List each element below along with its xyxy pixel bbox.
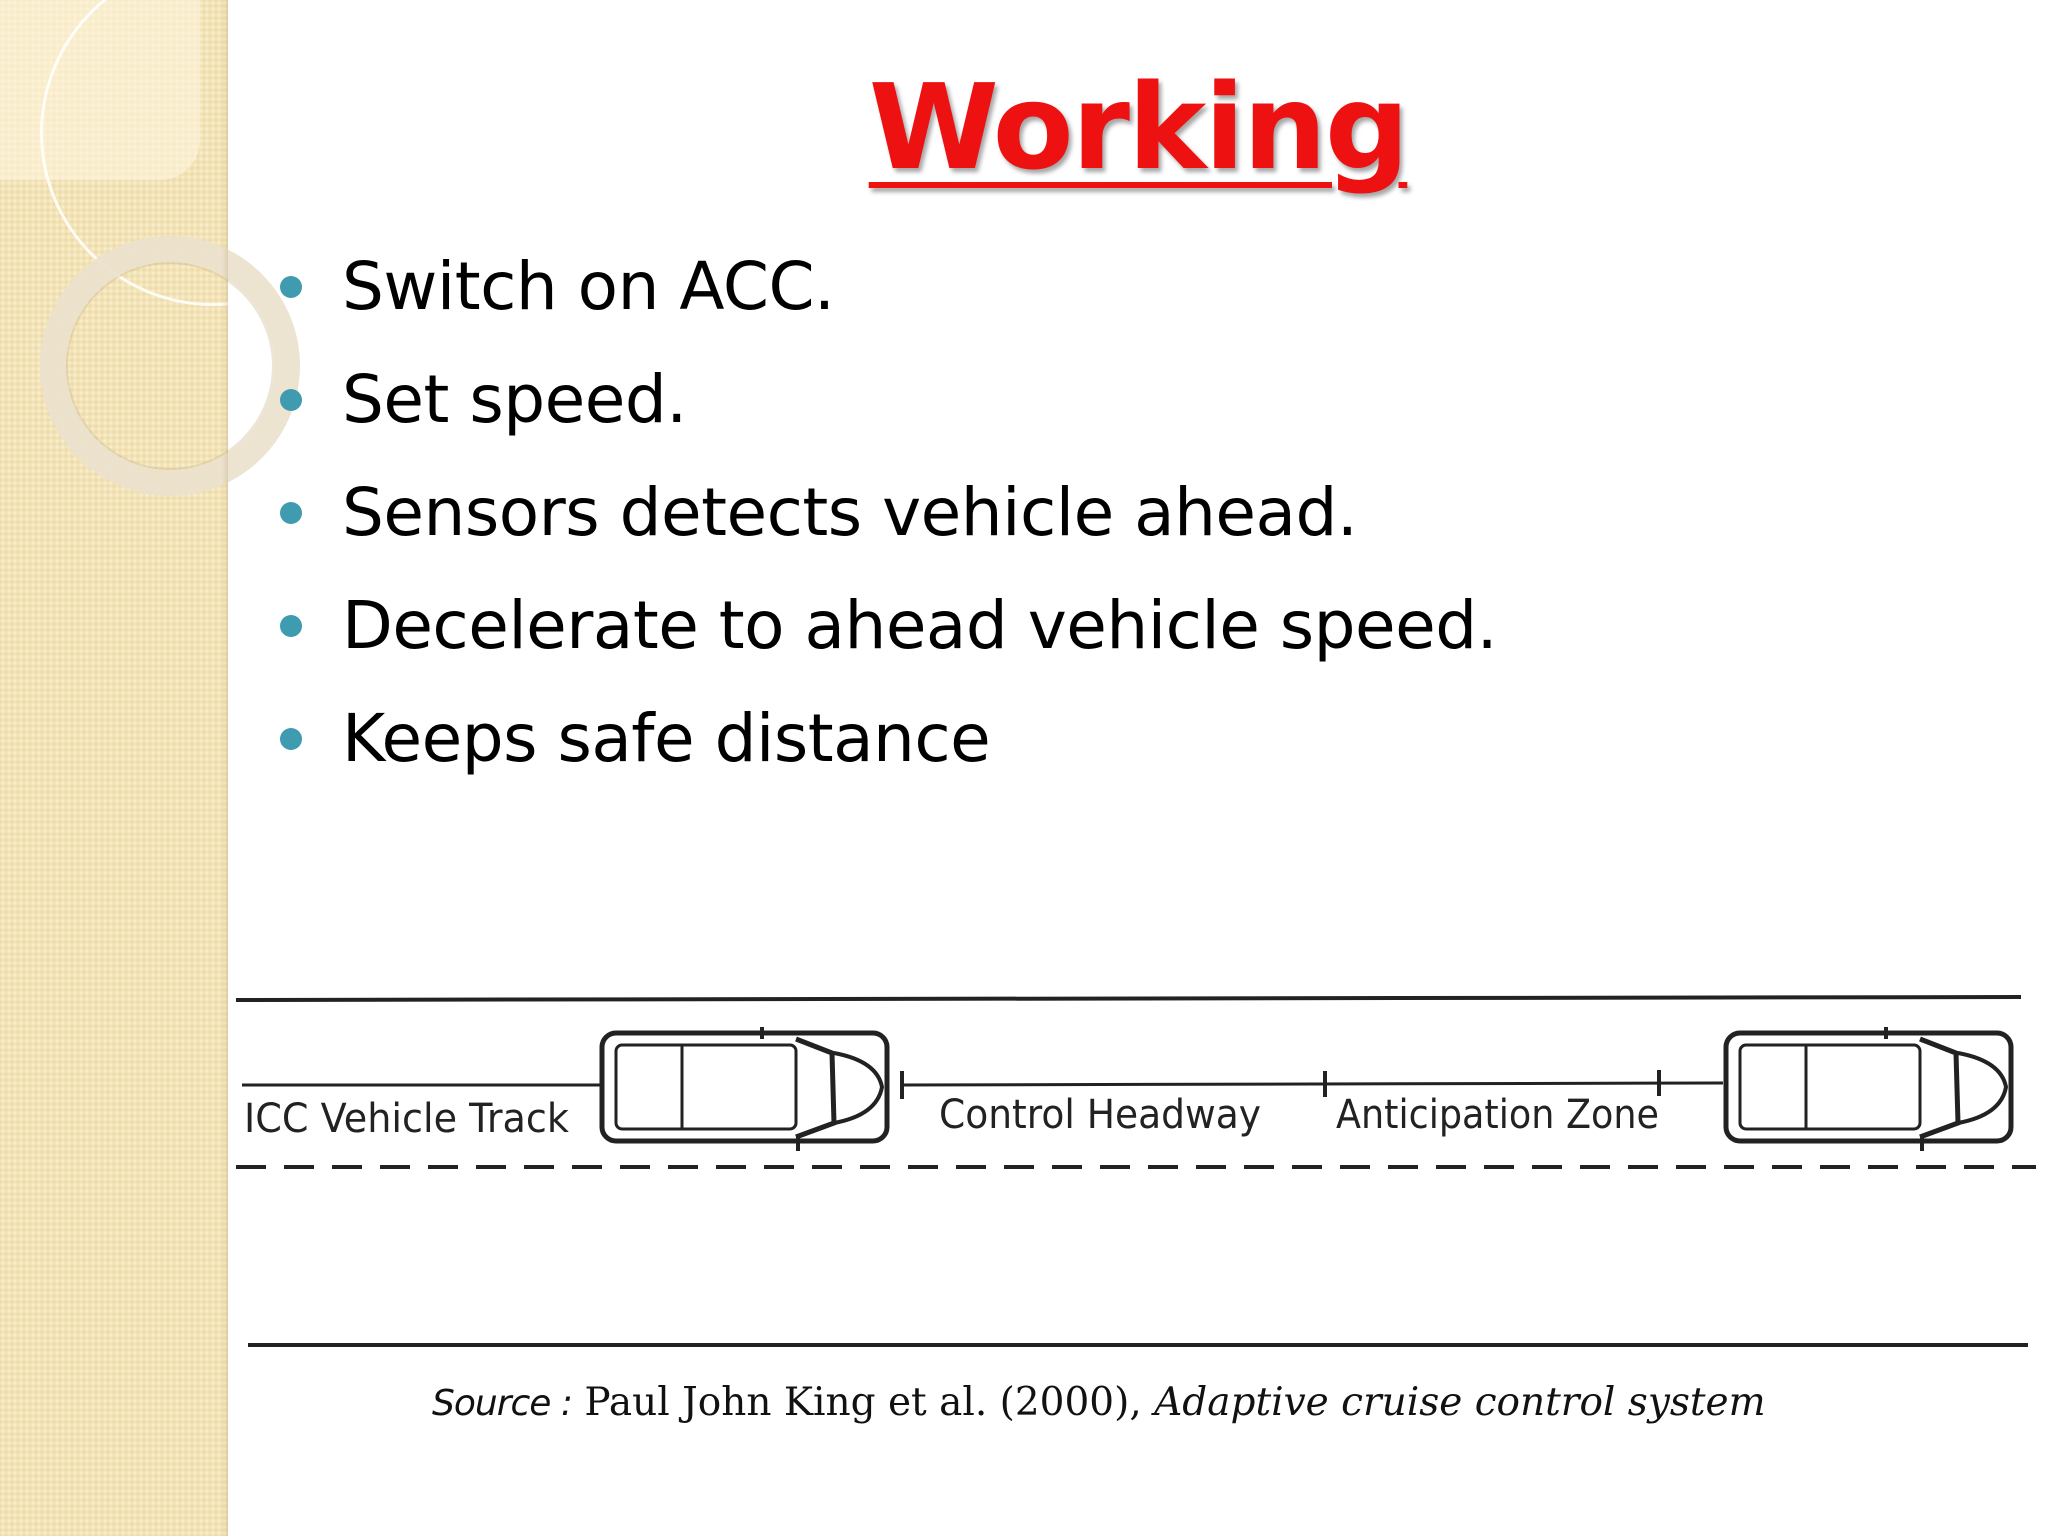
bullet-item: Sensors detects vehicle ahead. [280, 456, 1497, 569]
bullet-item: Switch on ACC. [280, 230, 1497, 343]
source-citation: Source : Paul John King et al. (2000), A… [432, 1380, 1766, 1425]
decorative-side-panel [0, 0, 386, 1536]
bullet-item: Decelerate to ahead vehicle speed. [280, 569, 1498, 682]
label-icc-vehicle-track: ICC Vehicle Track [244, 1096, 570, 1142]
bullet-dot-icon [280, 388, 302, 411]
road-edge-top [236, 995, 2022, 1002]
source-title: Adaptive cruise control system [1154, 1380, 1766, 1425]
source-authors: Paul John King et al. (2000), [572, 1380, 1155, 1425]
bullet-dot-icon [280, 501, 302, 524]
bullet-text: Decelerate to ahead vehicle speed. [342, 587, 1498, 664]
bullet-list: Switch on ACC. Set speed. Sensors detect… [280, 230, 1498, 795]
decorative-ring [40, 236, 300, 496]
bullet-text: Set speed. [342, 361, 687, 438]
bullet-item: Keeps safe distance [280, 682, 1497, 795]
vehicle-icon [599, 1027, 890, 1151]
bullet-dot-icon [280, 614, 302, 637]
source-lead: Source : [432, 1383, 573, 1424]
bullet-dot-icon [280, 275, 302, 298]
bullet-text: Keeps safe distance [342, 700, 991, 777]
bullet-text: Switch on ACC. [342, 248, 835, 325]
label-control-headway: Control Headway [939, 1092, 1261, 1138]
slide-title-wrap: Working [114, 58, 2048, 196]
bullet-item: Set speed. [280, 343, 1497, 456]
panel-edge [222, 0, 228, 1536]
bullet-text: Sensors detects vehicle ahead. [342, 474, 1358, 551]
bullet-dot-icon [280, 727, 302, 750]
acc-diagram: ICC Vehicle Track Control Headway Antici… [236, 975, 2048, 1365]
vehicle-icon [1723, 1027, 2014, 1151]
slide-title: Working [868, 58, 1410, 196]
acc-diagram-svg: ICC Vehicle Track Control Headway Antici… [236, 995, 2036, 1347]
label-anticipation-zone: Anticipation Zone [1336, 1092, 1659, 1138]
headway-line [899, 1081, 1724, 1087]
